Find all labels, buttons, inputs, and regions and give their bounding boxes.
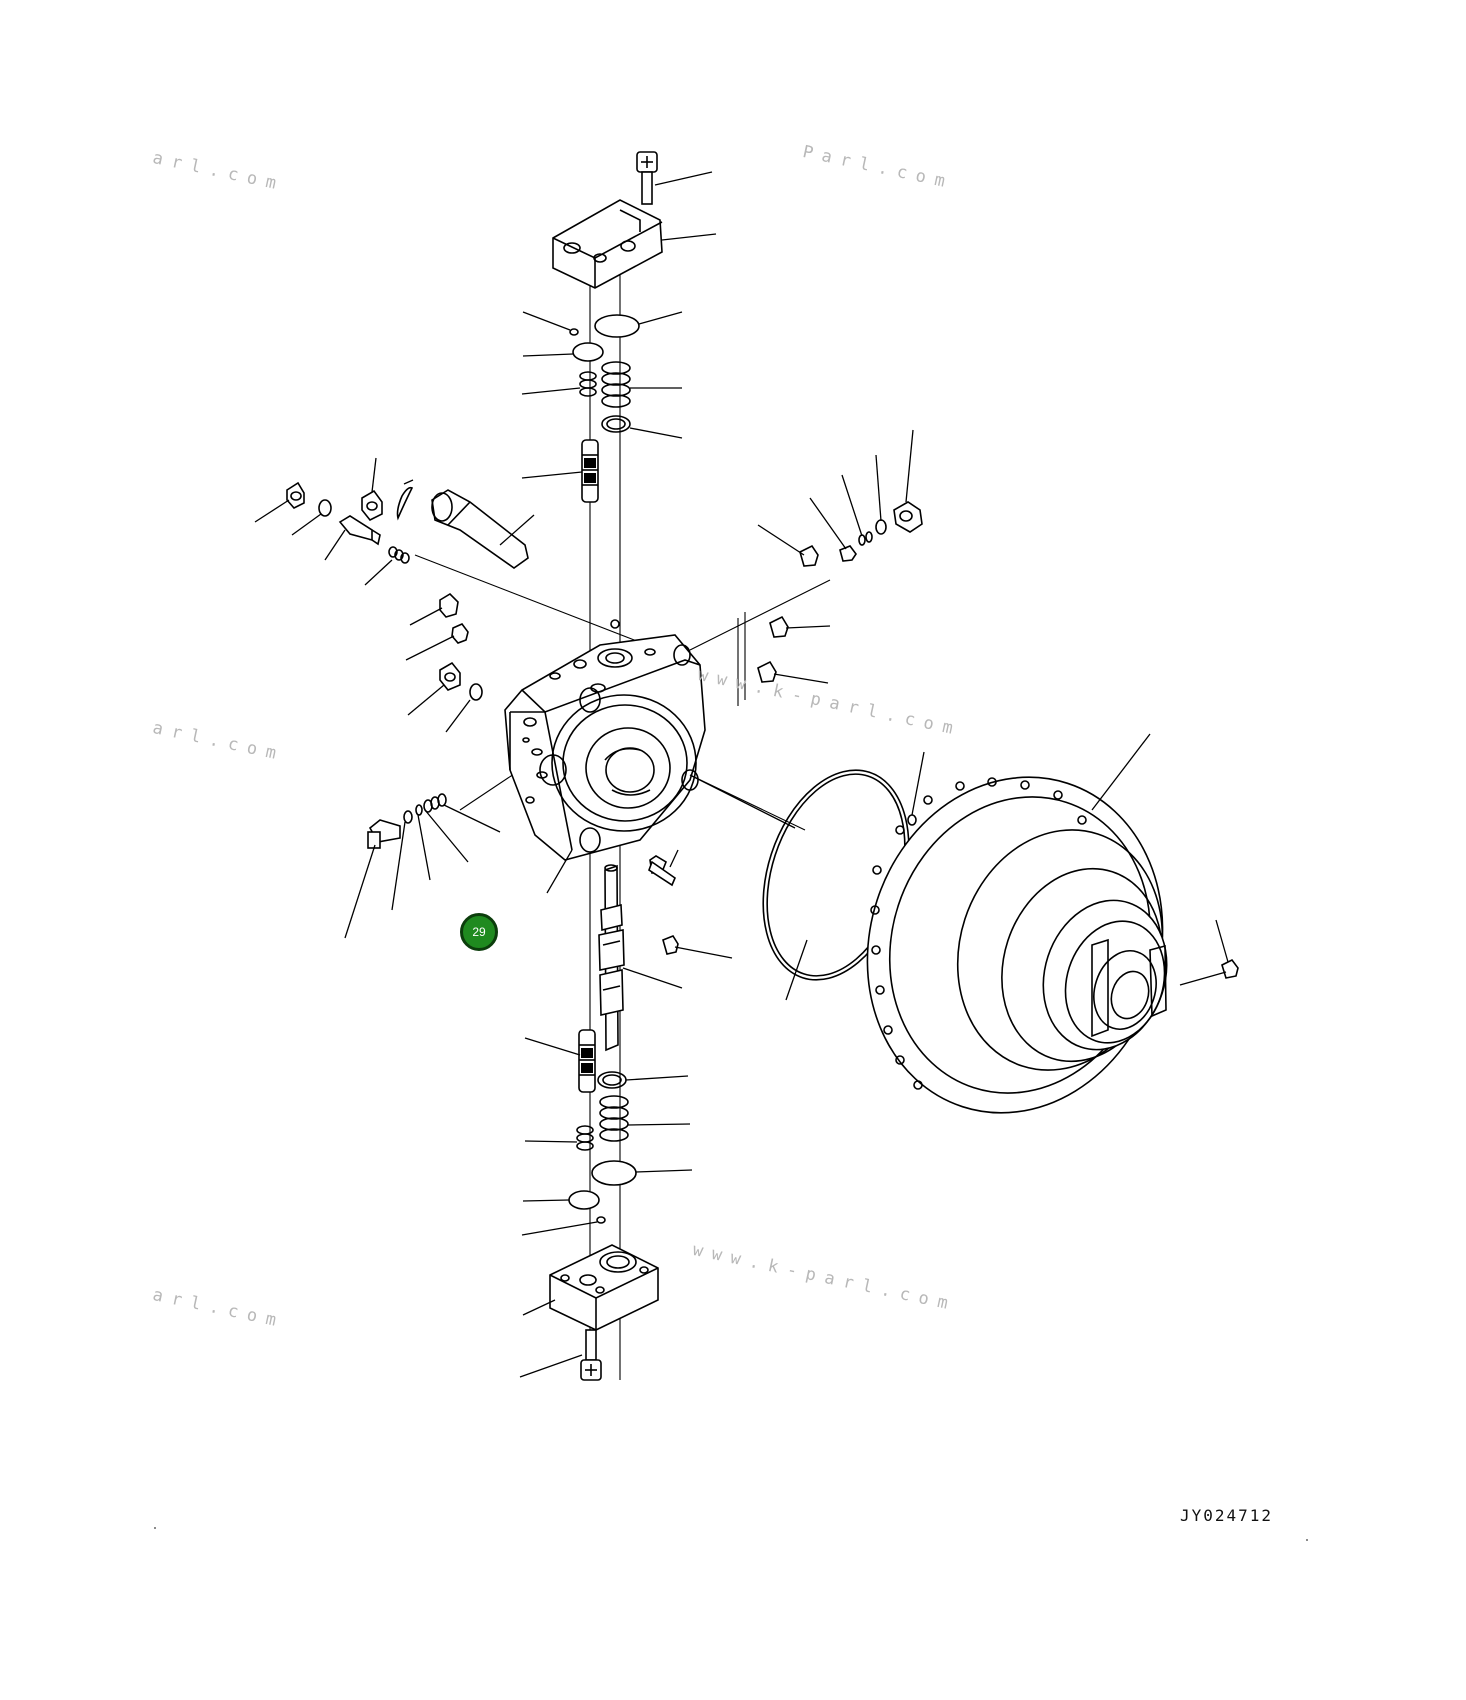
- left-small-spring: [388, 546, 410, 564]
- left-plug-3: [439, 592, 459, 618]
- bottom-large-spring: [599, 1095, 629, 1142]
- relief-plug: [367, 819, 401, 849]
- left-plug-4: [451, 623, 469, 644]
- top-spool: [581, 439, 599, 503]
- callout-number: 29: [472, 925, 486, 939]
- right-plug-4: [757, 660, 777, 683]
- valve-body: [504, 619, 706, 861]
- bottom-cap-screw: [519, 1329, 602, 1381]
- left-long-spool: [431, 489, 529, 569]
- right-plug-3: [769, 615, 789, 638]
- left-plug-1: [286, 481, 305, 509]
- bottom-small-parts: [521, 1029, 693, 1236]
- bolt-holes: [870, 777, 1087, 1090]
- left-lower-fittings: [344, 793, 501, 939]
- center-spool: [598, 849, 733, 1052]
- right-plug-2: [893, 501, 923, 533]
- right-plug-1: [799, 544, 819, 567]
- center-plug: [662, 935, 679, 955]
- case-small-plug: [907, 814, 917, 826]
- left-check-valve: [338, 515, 381, 546]
- right-fittings: [737, 429, 923, 706]
- drawing-code: JY024712: [1180, 1506, 1274, 1525]
- left-fittings: [254, 457, 535, 733]
- part-callout-badge[interactable]: 29: [460, 913, 498, 951]
- bottom-cover-block: [522, 1244, 659, 1331]
- bottom-small-spring: [576, 1125, 594, 1151]
- left-plug-2: [361, 489, 383, 522]
- top-cap-screw: [636, 151, 713, 205]
- bottom-spool: [578, 1029, 596, 1093]
- right-check-valve: [839, 545, 857, 562]
- top-large-spring: [601, 361, 631, 408]
- motor-case: [866, 776, 1168, 1114]
- hub-plug: [1221, 958, 1239, 979]
- top-small-parts: [521, 311, 683, 503]
- left-plug-5: [439, 661, 461, 691]
- relief-spring: [423, 793, 447, 813]
- top-cover-block: [552, 199, 717, 289]
- top-small-spring: [579, 371, 597, 397]
